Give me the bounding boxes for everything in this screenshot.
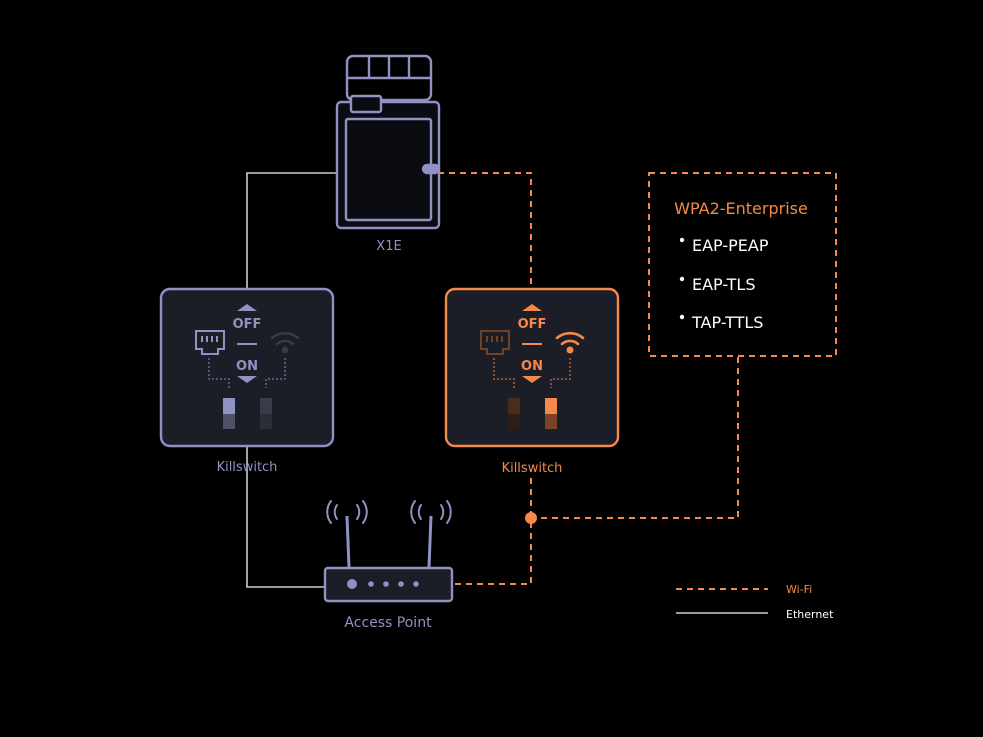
access-point[interactable]: Access Point [323, 500, 454, 631]
x1e-label: X1E [376, 239, 401, 254]
off-label: OFF [233, 317, 262, 332]
on-label: ON [236, 359, 258, 374]
ethernet-toggle-off[interactable] [508, 398, 520, 414]
wifi-link-killswitch-ap [452, 478, 532, 585]
legend-wifi-label: Wi-Fi [786, 583, 812, 596]
bullet-icon [679, 276, 685, 282]
killswitch-ethernet[interactable]: OFF ON Killswitch [159, 287, 335, 475]
wifi-toggle-track [260, 414, 272, 429]
legend: Wi-Fi Ethernet [676, 583, 834, 621]
wifi-icon [555, 331, 585, 354]
on-label: ON [521, 359, 543, 374]
ethernet-port-icon [195, 330, 225, 355]
security-box: WPA2-Enterprise EAP-PEAP EAP-TLS TAP-TTL… [648, 172, 837, 357]
arrow-down-icon [522, 376, 542, 383]
ethernet-toggle-track [223, 414, 235, 429]
arrow-down-icon [237, 376, 257, 383]
killswitch-wifi-panel [444, 287, 620, 448]
security-method-item: EAP-TLS [692, 275, 756, 294]
wifi-toggle-track [545, 414, 557, 429]
wifi-link-x1e-killswitch [438, 172, 532, 288]
ethernet-toggle-on[interactable] [223, 398, 235, 414]
wifi-icon [270, 332, 300, 354]
off-label: OFF [518, 317, 547, 332]
wifi-toggle-on[interactable] [545, 398, 557, 414]
wifi-link-security-junction [531, 357, 739, 519]
killswitch-wifi-label: Killswitch [502, 461, 563, 476]
ethernet-guide-line [493, 358, 515, 388]
legend-ethernet-label: Ethernet [786, 608, 834, 621]
wifi-toggle-off[interactable] [260, 398, 272, 414]
access-point-label: Access Point [344, 615, 432, 631]
arrow-up-icon [237, 304, 257, 311]
wifi-guide-line [265, 358, 286, 388]
bullet-icon [679, 237, 685, 243]
ethernet-guide-line [208, 358, 230, 388]
arrow-up-icon [522, 304, 542, 311]
security-method-item: EAP-PEAP [692, 236, 769, 255]
ethernet-toggle-track [508, 414, 520, 429]
ethernet-link-killswitch-ap [246, 446, 325, 588]
router-icon [323, 500, 454, 603]
ethernet-port-icon [480, 330, 510, 355]
killswitch-ethernet-panel [159, 287, 335, 448]
ethernet-link-x1e-killswitch [246, 172, 337, 288]
killswitch-ethernet-label: Killswitch [217, 460, 278, 475]
wifi-guide-line [550, 358, 571, 388]
x1e-device[interactable]: X1E [335, 54, 441, 254]
security-method-item: TAP-TTLS [691, 313, 763, 332]
security-title: WPA2-Enterprise [674, 199, 808, 218]
wifi-junction-dot [525, 512, 537, 524]
killswitch-wifi[interactable]: OFF ON Killswitch [444, 287, 620, 476]
bullet-icon [679, 314, 685, 320]
device-icon [335, 54, 441, 230]
